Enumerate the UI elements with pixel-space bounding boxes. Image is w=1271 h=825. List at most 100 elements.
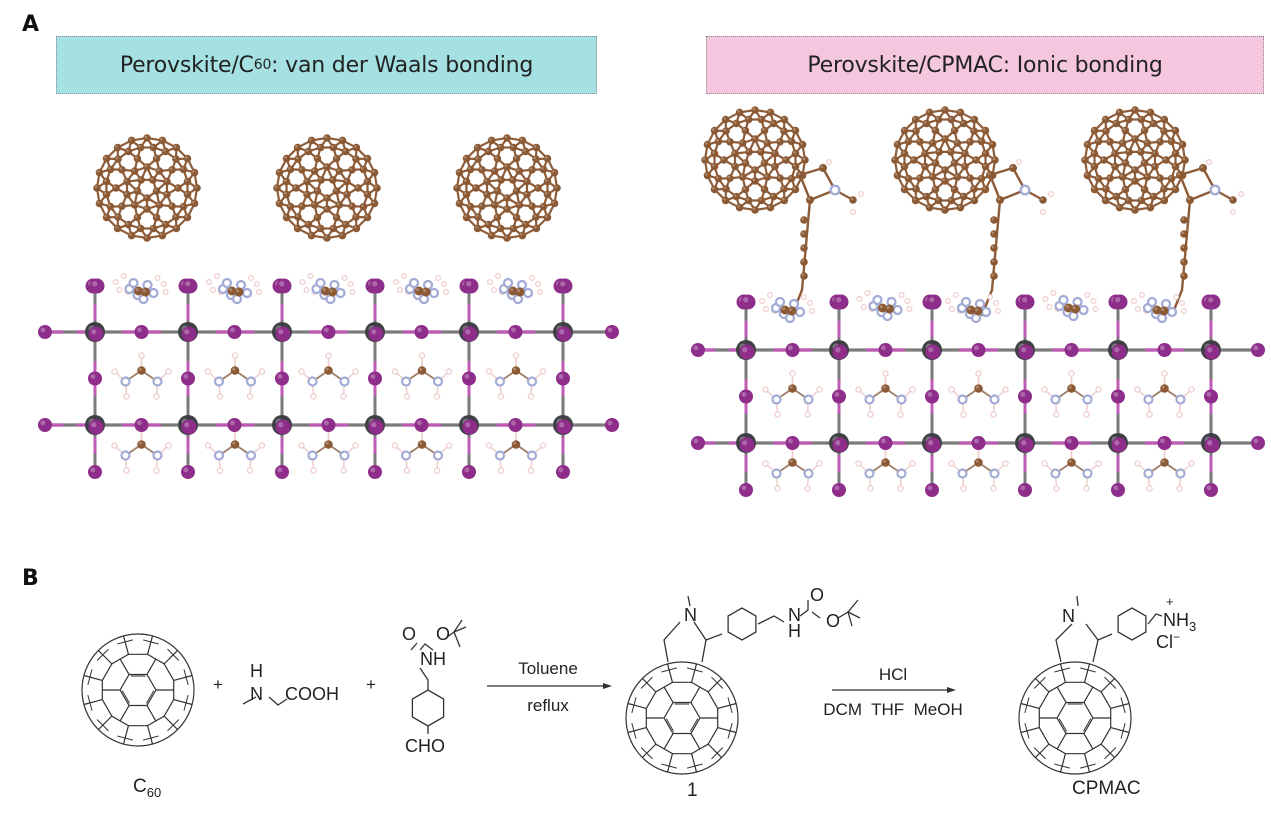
carbon-atom [801,156,809,164]
hydrogen-atom [206,279,213,286]
carbon-atom [304,147,313,156]
carbon-atom [931,185,940,194]
carbon-atom [1131,135,1139,143]
hydrogen-atom [111,442,118,449]
hydrogen-atom [952,292,959,299]
hydrogen-atom [497,393,505,400]
hydrogen-atom [258,368,266,375]
carbon-atom [523,190,531,199]
nitrogen-atom [120,376,131,387]
iodine-atom [321,418,336,432]
carbon-atom [791,185,800,194]
formamidinium-cation [111,426,172,474]
iodine-atom [605,418,619,432]
carbon-atom [183,154,192,163]
iodine-atom [556,371,570,386]
iodine-atom [1157,343,1172,357]
double-bond [1120,722,1126,739]
carbon-atom [143,134,151,142]
carbon-atom [947,196,956,205]
carbon-atom [1146,108,1155,117]
carbon-atom [916,174,924,183]
nitrogen-atom [989,468,1000,479]
hydrogen-atom [1095,460,1102,467]
carbon-atom [509,176,517,184]
carbon-atom [1131,206,1139,214]
carbon-atom [922,119,931,128]
hydrogen-atom [216,467,224,474]
hydrogen-atom [256,289,263,296]
hydrogen-atom [352,368,359,375]
iodine-atom [181,465,195,479]
bond [119,705,130,722]
carbon-atom [348,202,356,211]
hydrogen-atom [153,467,160,474]
carbon-atom [534,184,542,192]
carbon-atom [760,185,769,194]
double-bond [96,648,109,661]
carbon-atom [701,156,709,164]
hydrogen-atom [1068,370,1075,377]
carbon-atom [1121,185,1130,194]
hydrogen-atom [766,292,773,299]
hydrogen-atom [153,393,160,400]
bond [666,753,674,773]
carbon-atom [143,234,151,242]
carbon-atom [1090,126,1099,135]
carbon-atom [478,165,486,174]
hydrogen-atom [789,370,796,377]
iodine-atom [925,437,941,453]
carbon-atom [885,304,894,314]
hydrogen-atom [1053,485,1060,492]
nitrogen-atom [428,287,440,299]
bond [690,663,698,683]
hydrogen-atom [214,273,221,280]
carbon-atom [515,167,524,175]
methyl-carbon [849,196,857,204]
carbon-atom [741,159,750,167]
hydrogen-atom [298,442,305,449]
carbon-atom [487,231,496,240]
fullerene-cage [1081,106,1189,214]
nitrogen-atom [432,450,444,461]
carbon-atom [959,119,968,128]
carbon-atom [152,187,161,195]
carbon-atom [93,184,101,192]
formamidinium-cation [948,370,1009,418]
nitrogen-atom [245,450,257,461]
formamidinium-cation [762,444,823,492]
hydrogen-atom [485,368,493,375]
hydrogen-atom [116,287,123,294]
carbon-atom [106,202,115,211]
formamidinium-cation [1041,444,1102,492]
carbon-atom [732,192,741,201]
carbon-atom [970,127,978,135]
iodine-atom [556,465,570,479]
iodine-atom [740,294,756,310]
carbon-atom [881,384,890,393]
double-bond [689,718,699,732]
bond [663,733,674,750]
carbon-atom [496,143,505,152]
carbon-atom [503,134,511,142]
carbon-atom [478,202,486,211]
nitrogen-atom [829,184,841,196]
carbon-atom [1180,244,1188,252]
hydrogen-atom [138,352,145,359]
bond [988,173,1002,202]
hydrogen-atom [1134,306,1141,313]
carbon-atom [474,155,482,163]
carbon-atom [950,185,959,194]
nitrogen-atom [1175,468,1186,479]
hydrogen-atom [800,294,807,301]
carbon-atom [904,137,913,146]
hydrogen-atom [960,411,967,418]
hydrogen-atom [960,485,967,492]
carbon-atom [532,213,540,221]
bond [690,753,698,773]
carbon-atom [953,173,962,181]
hydrogen-atom [855,460,862,467]
nitrogen-atom [771,468,782,479]
carbon-atom [800,216,808,224]
